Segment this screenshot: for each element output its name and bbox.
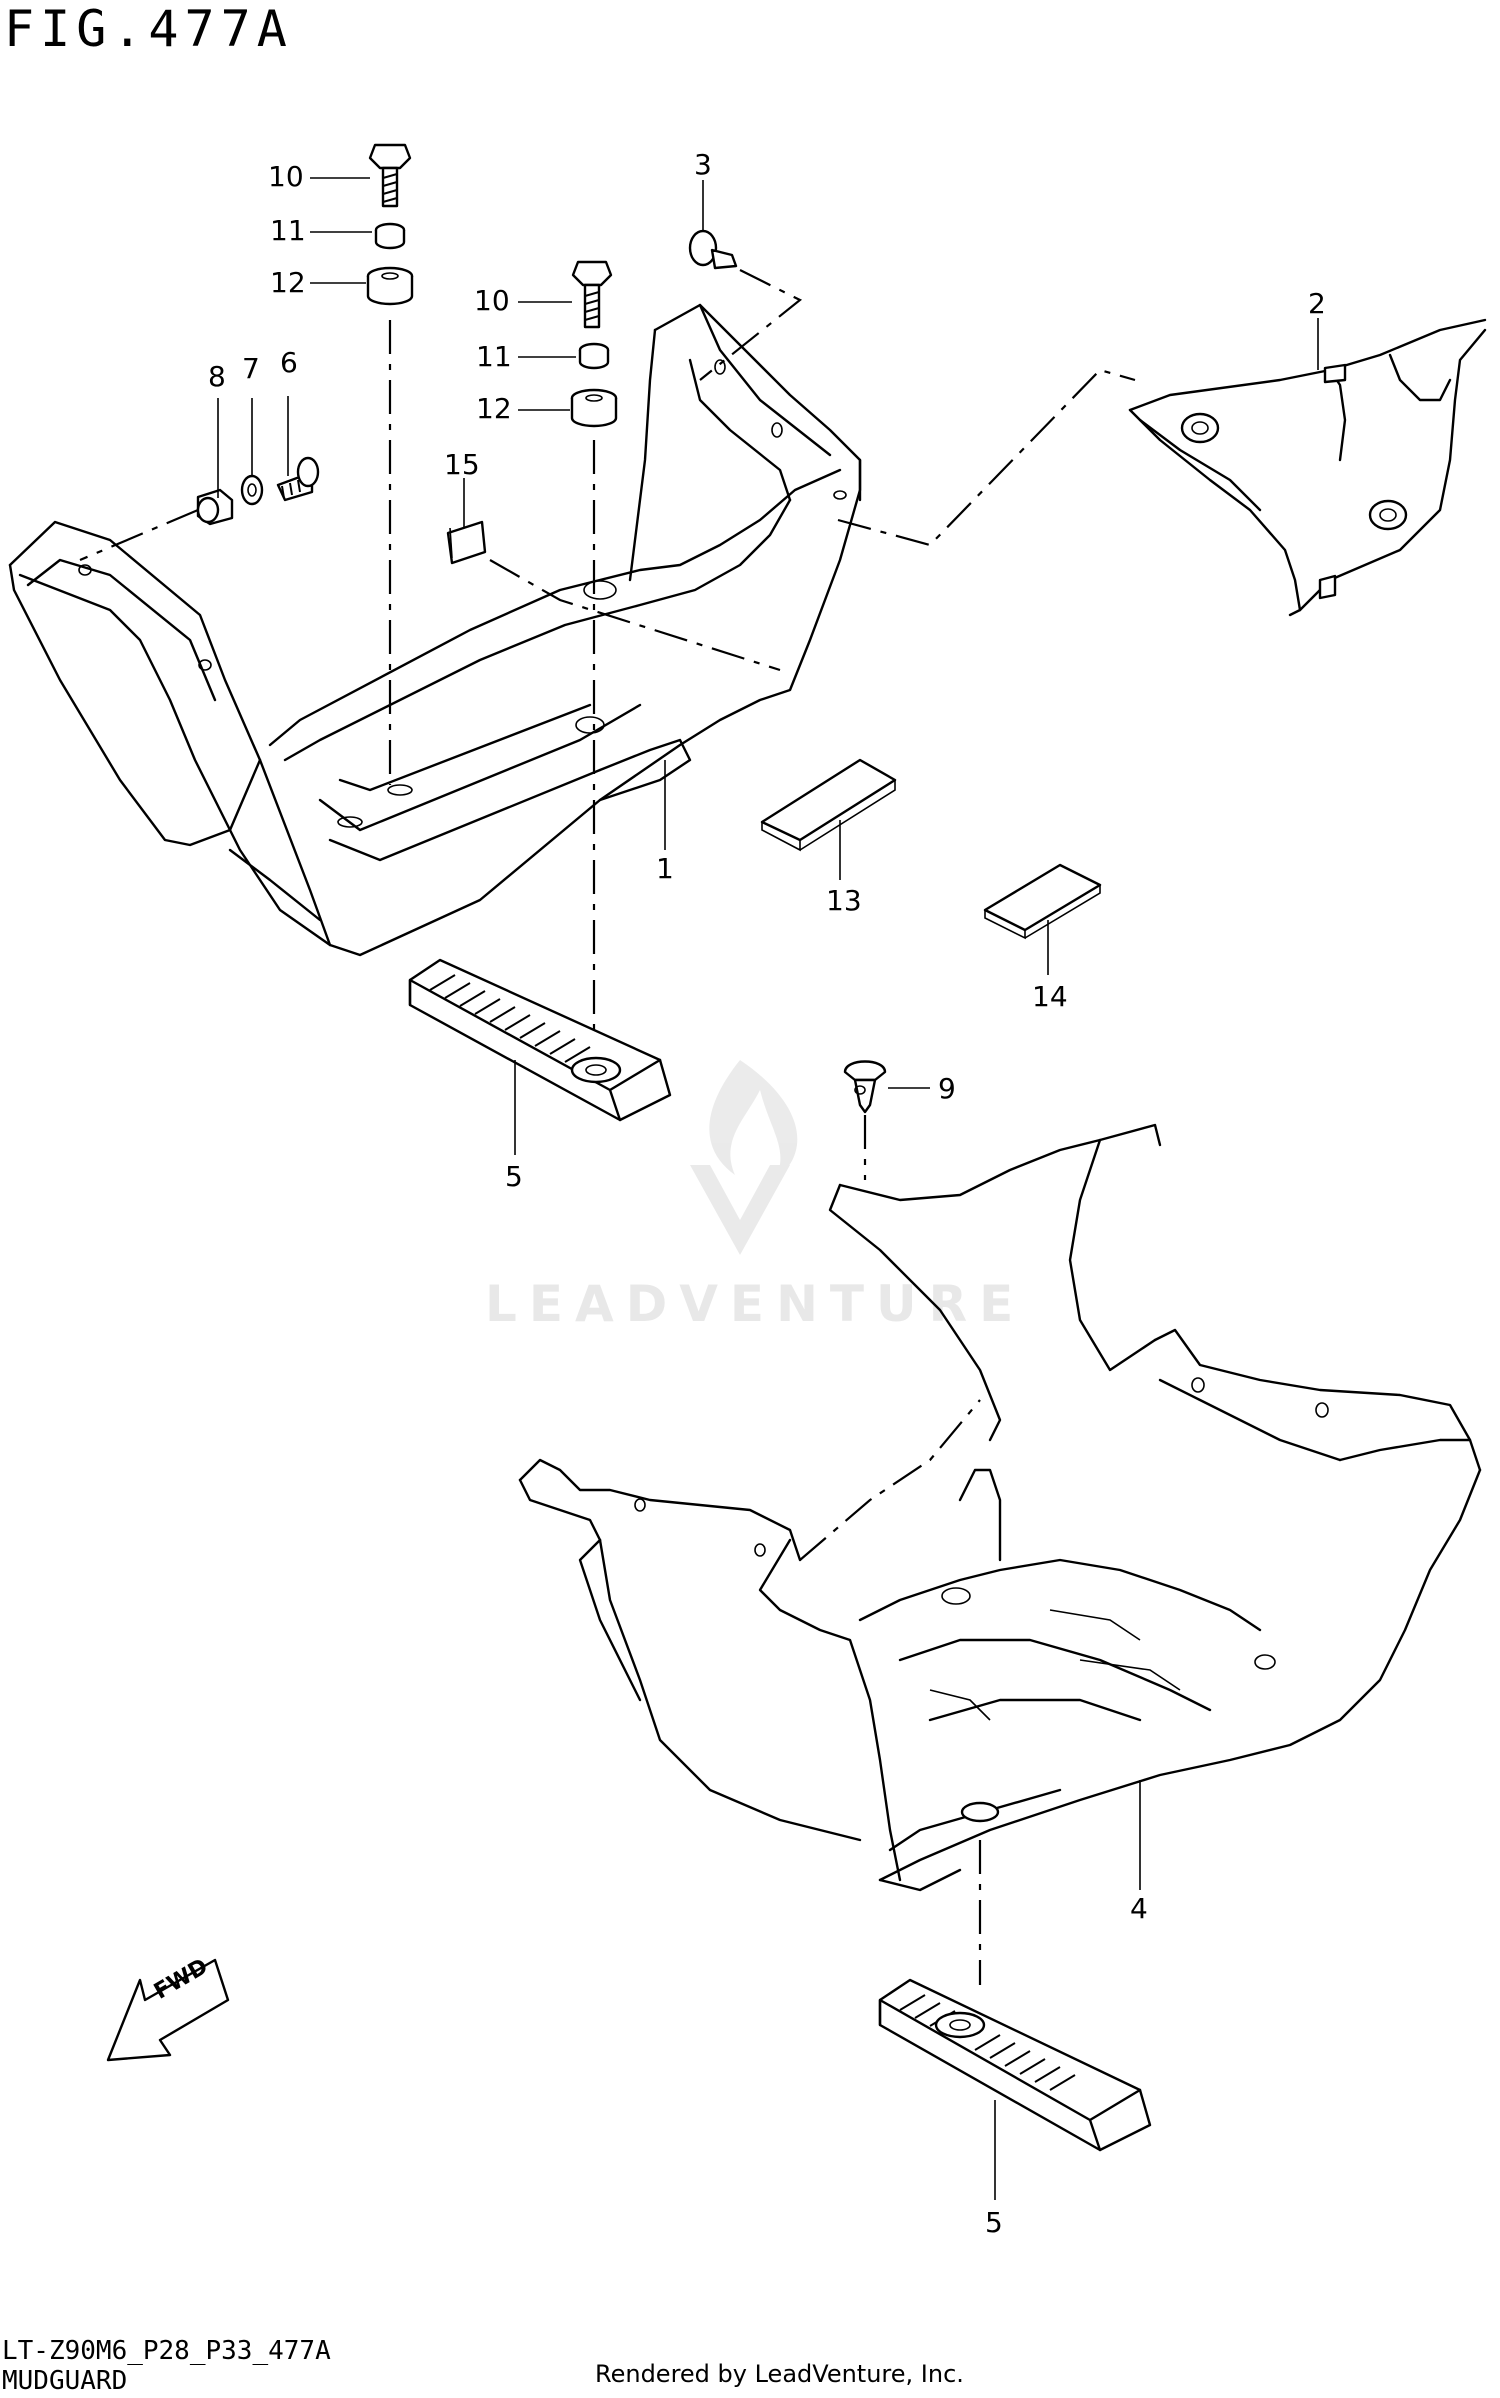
callout-14: 14 [1032, 980, 1068, 1013]
callout-12-a: 12 [270, 266, 306, 299]
callout-12-b: 12 [476, 392, 512, 425]
callout-7: 7 [242, 352, 260, 385]
callout-10-b: 10 [474, 284, 510, 317]
clip-3 [688, 229, 738, 270]
mudguard-1 [8, 303, 862, 957]
figure-name: MUDGUARD [2, 2366, 128, 2396]
callout-11-b: 11 [476, 340, 512, 373]
washer-11-a [374, 222, 406, 250]
callout-1: 1 [656, 852, 674, 885]
callout-10-a: 10 [268, 160, 304, 193]
mudguard-4 [518, 1085, 1482, 1892]
screw-6 [276, 456, 320, 502]
figure-title: FIG.477A [4, 0, 293, 58]
callout-13: 13 [826, 884, 862, 917]
washer-11-b [578, 342, 610, 370]
bolt-10-a [368, 143, 412, 208]
figure-code: LT-Z90M6_P28_P33_477A [2, 2336, 331, 2366]
callout-2: 2 [1308, 287, 1326, 320]
callout-8: 8 [208, 360, 226, 393]
credit-text: Rendered by LeadVenture, Inc. [595, 2360, 964, 2388]
pad-15 [446, 520, 487, 565]
washer-7 [240, 474, 264, 506]
callout-6: 6 [280, 346, 298, 379]
bolt-10-b [571, 260, 613, 329]
clip-9 [843, 1060, 887, 1114]
side-panel-2 [1128, 318, 1487, 617]
pad-13 [760, 758, 897, 852]
callout-15: 15 [444, 448, 480, 481]
callout-11-a: 11 [270, 214, 306, 247]
spacer-12-b [570, 388, 618, 428]
callout-4: 4 [1130, 1892, 1148, 1925]
leader-lines [217, 177, 1319, 1890]
callout-5-b: 5 [985, 2206, 1003, 2239]
footrest-mat-5-b [878, 1978, 1152, 2152]
callout-3: 3 [694, 148, 712, 181]
fwd-arrow-icon [106, 1958, 230, 2062]
pad-14 [983, 863, 1102, 940]
callout-5-a: 5 [505, 1160, 523, 1193]
callout-9: 9 [938, 1072, 956, 1105]
spacer-12-a [366, 266, 414, 306]
watermark-text: LEADVENTURE [485, 1275, 1026, 1333]
watermark-logo [690, 1060, 798, 1255]
grommet-8 [196, 488, 234, 526]
footrest-mat-5-a [408, 958, 672, 1122]
